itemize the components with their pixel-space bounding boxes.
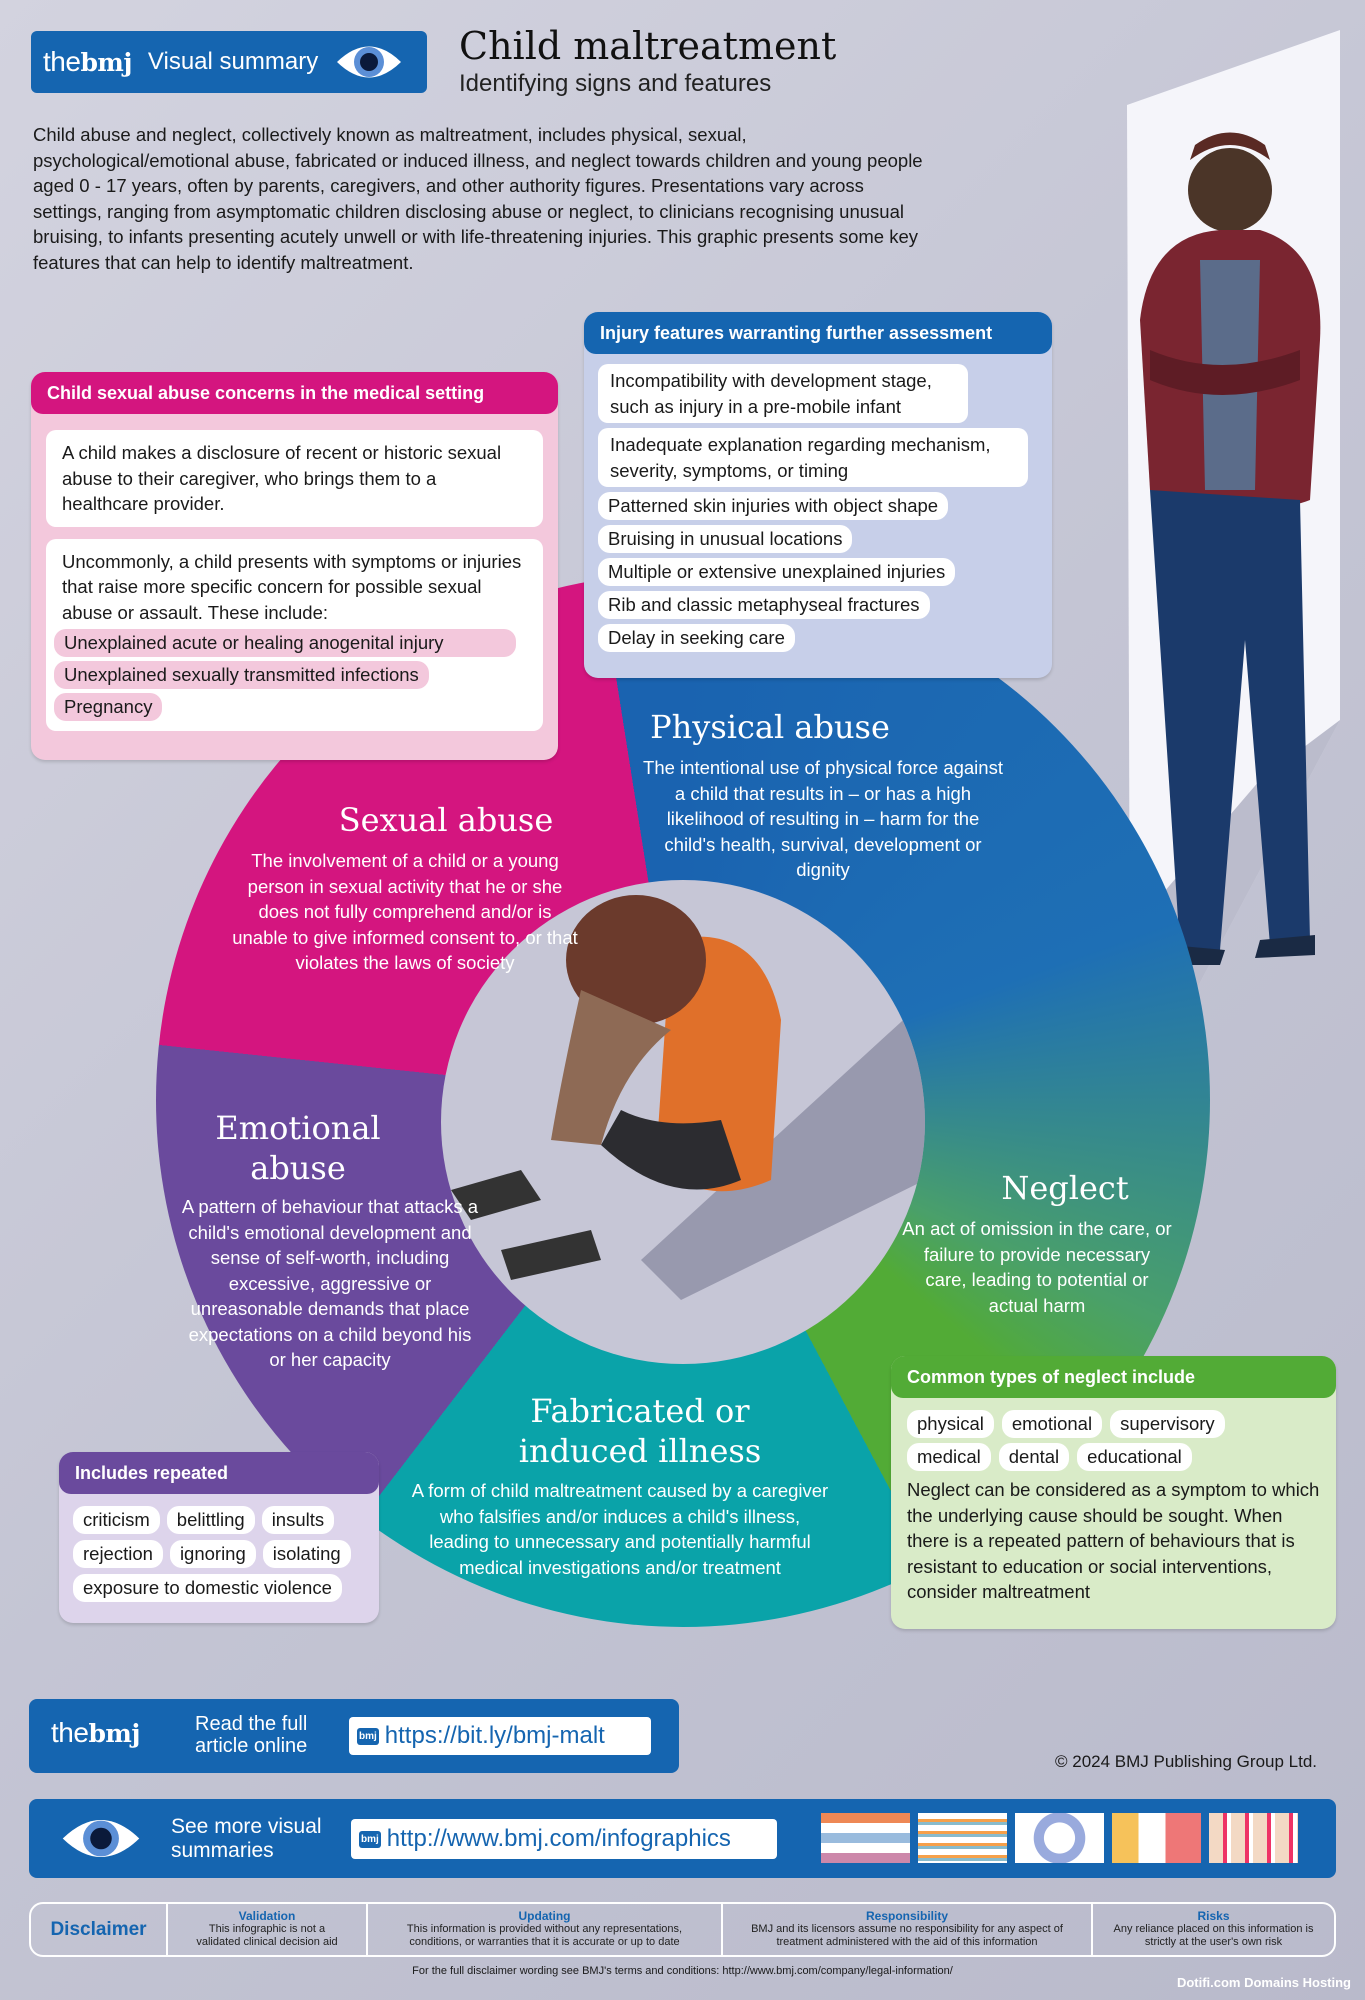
injury-feature-item: Rib and classic metaphyseal fractures xyxy=(598,591,930,619)
neglect-title: Neglect xyxy=(1001,1169,1129,1207)
sexual-abuse-title: Sexual abuse xyxy=(338,801,554,839)
summary-thumbnails xyxy=(821,1813,1298,1863)
thumbnail[interactable] xyxy=(821,1813,910,1863)
child-illustration xyxy=(451,895,925,1300)
fabricated-illness-description: A form of child maltreatment caused by a… xyxy=(411,1480,829,1578)
emotional-abuse-behaviour: exposure to domestic violence xyxy=(73,1574,342,1602)
sexual-abuse-sign: Unexplained sexually transmitted infecti… xyxy=(54,661,429,689)
neglect-types-box: Common types of neglect include physical… xyxy=(891,1356,1336,1629)
injury-feature-item: Multiple or extensive unexplained injuri… xyxy=(598,558,956,586)
sexual-abuse-sign: Unexplained acute or healing anogenital … xyxy=(54,629,516,657)
fabricated-illness-title-line1: Fabricated or xyxy=(530,1392,750,1430)
emotional-abuse-behaviour: criticism xyxy=(73,1506,160,1534)
copyright: © 2024 BMJ Publishing Group Ltd. xyxy=(1055,1752,1318,1771)
child-illustration-circle xyxy=(441,880,925,1364)
emotional-abuse-behaviour: belittling xyxy=(166,1506,255,1534)
thumbnail[interactable] xyxy=(918,1813,1007,1863)
emotional-abuse-description: A pattern of behaviour that attacks a ch… xyxy=(181,1196,479,1370)
sexual-abuse-concerns-box: Child sexual abuse concerns in the medic… xyxy=(31,372,558,760)
sexual-abuse-concerns-header: Child sexual abuse concerns in the medic… xyxy=(31,372,558,414)
thumbnail[interactable] xyxy=(1112,1813,1201,1863)
fabricated-illness-title-line2: induced illness xyxy=(518,1432,762,1470)
includes-repeated-box: Includes repeated criticism belittling i… xyxy=(59,1452,379,1623)
thumbnail[interactable] xyxy=(1015,1813,1104,1863)
neglect-type: supervisory xyxy=(1110,1410,1225,1438)
injury-features-header: Injury features warranting further asses… xyxy=(584,312,1052,354)
bmj-logo: thebmj xyxy=(43,46,132,77)
injury-feature-item: Bruising in unusual locations xyxy=(598,525,853,553)
visual-summary-label: Visual summary xyxy=(147,48,319,75)
page-title: Child maltreatment xyxy=(459,24,837,68)
neglect-type: educational xyxy=(1077,1443,1192,1471)
bmj-logo: thebmj xyxy=(51,1717,140,1748)
symptoms-text: Uncommonly, a child presents with sympto… xyxy=(62,550,522,623)
sexual-abuse-description: The involvement of a child or a young pe… xyxy=(232,850,578,973)
emotional-abuse-title-line1: Emotional xyxy=(215,1109,381,1147)
disclaimer-label: Disclaimer xyxy=(50,1918,147,1940)
watermark: Dotifi.com Domains Hosting xyxy=(1176,1975,1351,1990)
injury-feature-item: Incompatibility with development stage, … xyxy=(598,364,968,423)
disclosure-card: A child makes a disclosure of recent or … xyxy=(46,430,543,527)
emotional-abuse-behaviour: rejection xyxy=(73,1540,163,1568)
neglect-description: An act of omission in the care, or failu… xyxy=(902,1218,1172,1316)
injury-feature-item: Patterned skin injuries with object shap… xyxy=(598,492,949,520)
neglect-text: Neglect can be considered as a symptom t… xyxy=(907,1479,1320,1602)
neglect-types-header: Common types of neglect include xyxy=(891,1356,1336,1398)
physical-abuse-title: Physical abuse xyxy=(650,708,890,746)
neglect-type: physical xyxy=(907,1410,994,1438)
bmj-badge-icon: bmj xyxy=(359,1830,381,1848)
page-subtitle: Identifying signs and features xyxy=(459,70,772,97)
includes-repeated-header: Includes repeated xyxy=(59,1452,379,1494)
injury-feature-item: Inadequate explanation regarding mechani… xyxy=(598,428,1028,487)
neglect-type: dental xyxy=(998,1443,1070,1471)
symptoms-card: Uncommonly, a child presents with sympto… xyxy=(46,538,543,731)
physical-abuse-description: The intentional use of physical force ag… xyxy=(643,757,1003,880)
injury-features-box: Injury features warranting further asses… xyxy=(584,312,1052,678)
neglect-type: emotional xyxy=(1001,1410,1103,1438)
intro-text: Child abuse and neglect, collectively kn… xyxy=(33,124,923,273)
sexual-abuse-sign: Pregnancy xyxy=(54,693,163,721)
eye-icon xyxy=(337,46,402,78)
emotional-abuse-behaviour: insults xyxy=(261,1506,335,1534)
thumbnail[interactable] xyxy=(1209,1813,1298,1863)
bmj-badge-icon: bmj xyxy=(357,1727,379,1745)
emotional-abuse-behaviour: ignoring xyxy=(169,1540,256,1568)
injury-feature-item: Delay in seeking care xyxy=(598,624,795,652)
bmj-visual-summary-banner: thebmj Visual summary xyxy=(31,31,427,93)
emotional-abuse-title-line2: abuse xyxy=(250,1149,346,1187)
emotional-abuse-behaviour: isolating xyxy=(262,1540,351,1568)
full-disclaimer-link[interactable]: For the full disclaimer wording see BMJ'… xyxy=(412,1965,953,1977)
eye-icon xyxy=(62,1819,140,1858)
neglect-type: medical xyxy=(907,1443,991,1471)
